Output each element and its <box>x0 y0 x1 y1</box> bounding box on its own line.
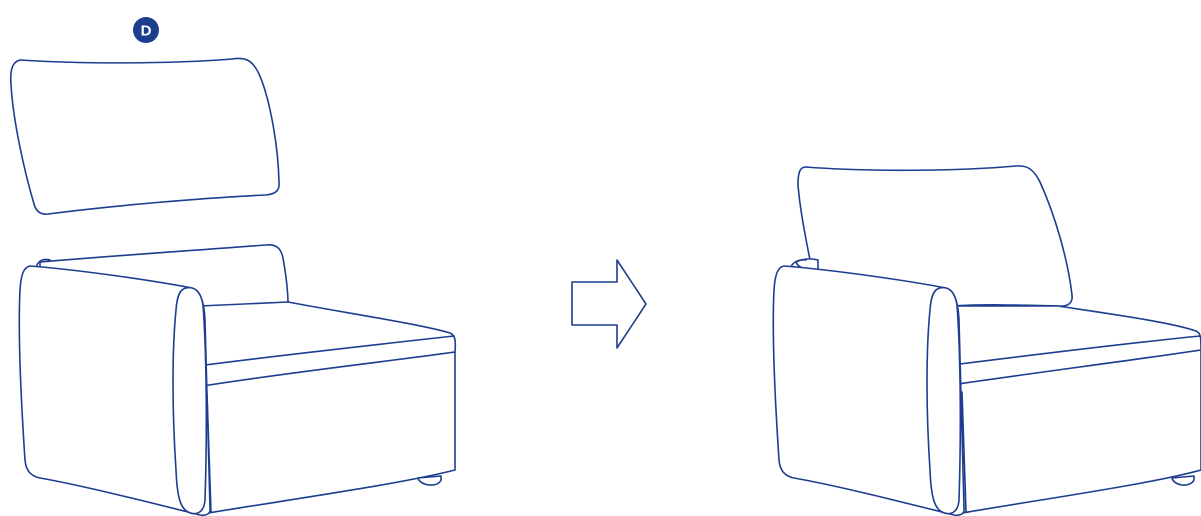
foot-right <box>417 475 442 486</box>
step-badge-label: D <box>141 23 152 40</box>
step-badge-circle <box>133 17 159 43</box>
armrest-front-after <box>926 286 962 515</box>
base-body-after <box>957 349 1201 514</box>
step-badge: D <box>133 17 159 43</box>
sofa-module-before <box>18 244 457 516</box>
foot-right-after <box>1171 475 1195 486</box>
base-front-edge-after <box>961 391 967 513</box>
base-body <box>202 351 456 514</box>
seat-cushion-edge <box>204 335 455 366</box>
back-cushion-detached <box>9 57 280 215</box>
sofa-module-after <box>772 165 1201 516</box>
right-arrow-icon <box>571 259 647 349</box>
armrest-front <box>172 286 208 515</box>
seat-cushion-edge-after <box>959 335 1201 365</box>
